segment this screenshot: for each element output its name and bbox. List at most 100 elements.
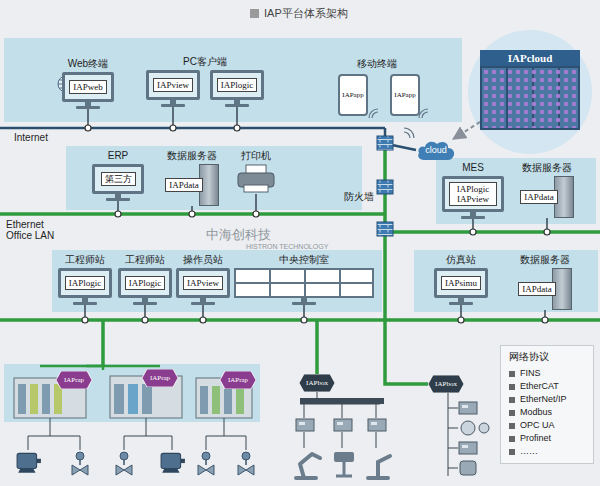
- protocol-name: ……: [520, 445, 538, 458]
- protocol-name: EtherNet/IP: [520, 393, 567, 406]
- monitor-screen: IAPweb: [62, 72, 114, 102]
- node-srv: 数据服务器 IAPdata: [510, 162, 584, 218]
- bus-tap: [544, 229, 550, 235]
- field-device: [461, 421, 475, 435]
- bullet-square: [509, 371, 515, 377]
- node-mon: 工程师站IAPlogic: [54, 254, 116, 305]
- product-tag: IAPrap: [150, 374, 170, 382]
- monitor-base: [73, 302, 97, 305]
- product-tag: IAPdata: [165, 178, 203, 192]
- label-text: 中海创科技: [206, 226, 271, 244]
- field-device: [300, 398, 384, 404]
- bus-tap: [189, 211, 195, 217]
- bullet-square: [509, 384, 515, 390]
- bullet-square: [509, 436, 515, 442]
- phone-icon: IAPapp: [338, 74, 368, 116]
- diagram-title: IAP平台体系架构: [264, 6, 348, 21]
- protocol-item: Profinet: [509, 432, 551, 445]
- monitor-screen: IAPlogic IAPview: [442, 176, 504, 212]
- firewall-icon: [377, 136, 393, 150]
- node-heading: 数据服务器: [520, 254, 570, 266]
- dashed-arrow: [453, 122, 480, 139]
- protocol-name: FINS: [520, 367, 541, 380]
- printer-icon: [244, 185, 268, 192]
- node-mon: ERP第三方: [86, 150, 150, 201]
- product-tag: IAPrap: [228, 376, 248, 384]
- protocol-name: Profinet: [520, 432, 551, 445]
- node-heading: 数据服务器: [522, 162, 572, 174]
- monitor-base: [461, 216, 485, 219]
- field-device: [459, 442, 477, 454]
- product-tag: IAPapp: [394, 90, 415, 100]
- plc-rack: [42, 384, 50, 414]
- monitor-base: [449, 302, 473, 305]
- protocol-item: OPC UA: [509, 419, 555, 432]
- field-device: [17, 398, 489, 478]
- hexagon-shape: [220, 371, 256, 389]
- hexagon-shape: [56, 371, 92, 389]
- network-bus: [0, 214, 600, 320]
- field-device: [198, 452, 214, 475]
- protocol-item: Modbus: [509, 406, 552, 419]
- monitor-base: [225, 104, 249, 107]
- field-device: [459, 402, 477, 414]
- server-icon: IAPdata: [518, 268, 572, 310]
- field-wires: [28, 392, 458, 476]
- node-mon: 仿真站IAPsimu: [424, 254, 498, 305]
- node-mon: 工程师站IAPlogic: [114, 254, 176, 305]
- bullet-square: [509, 449, 515, 455]
- plc-rack: [18, 384, 26, 414]
- field-device: [460, 461, 476, 475]
- node-mon: Web终端IAPweb: [52, 58, 124, 109]
- plc-rack: [212, 386, 220, 414]
- title-square: [250, 9, 259, 18]
- field-device: [336, 462, 352, 476]
- wireless-icon: [369, 109, 378, 118]
- phone-icon: IAPapp: [390, 74, 420, 116]
- protocol-item: EtherCAT: [509, 380, 559, 393]
- product-tag: IAPdata: [518, 282, 556, 296]
- monitor-base: [161, 104, 185, 107]
- monitor-base: [106, 198, 130, 201]
- plc-rack: [236, 386, 244, 414]
- product-tag: IAPrap: [64, 376, 84, 384]
- product-tag: IAPapp: [342, 90, 363, 100]
- field-wires: [124, 418, 172, 450]
- firewall-icon: [377, 222, 393, 236]
- monitor-base: [191, 302, 215, 305]
- plc-rack: [200, 386, 208, 414]
- server-icon: IAPdata: [520, 176, 574, 218]
- field-device: [296, 454, 320, 478]
- label-text: 移动终端: [357, 57, 397, 71]
- plc-rack: [114, 384, 124, 414]
- plc-rack: [14, 366, 252, 418]
- node-ph: IAPapp: [338, 74, 368, 116]
- field-device: [368, 456, 390, 478]
- node-hex: IAPrap: [142, 369, 178, 387]
- monitor-screen: IAPview: [146, 70, 200, 100]
- bus-tap: [253, 211, 259, 217]
- product-tag: IAPview: [153, 78, 193, 92]
- field-device: [72, 452, 88, 475]
- product-tag: IAPlogic: [217, 78, 258, 92]
- field-device: [368, 419, 386, 431]
- panels: [414, 250, 598, 312]
- product-tag: IAPbox: [306, 379, 328, 387]
- field-device: [334, 419, 352, 431]
- node-heading: 中央控制室: [279, 254, 329, 266]
- firewall-icon: [377, 136, 393, 236]
- cloud-label: cloud: [425, 145, 447, 155]
- hexagon-shape: [299, 374, 335, 392]
- bus-tap: [458, 317, 464, 323]
- field-device: [116, 452, 132, 475]
- hexagon-shape: [142, 369, 178, 387]
- firewall-icon: [377, 180, 393, 194]
- field-device: [334, 452, 354, 462]
- printer-icon: [236, 164, 276, 194]
- node-hex: IAPrap: [220, 371, 256, 389]
- field-device: [17, 453, 41, 473]
- node-heading: MES: [462, 162, 484, 174]
- node-mon: IAPview: [143, 70, 203, 107]
- monitor-screen: IAPview: [176, 268, 230, 298]
